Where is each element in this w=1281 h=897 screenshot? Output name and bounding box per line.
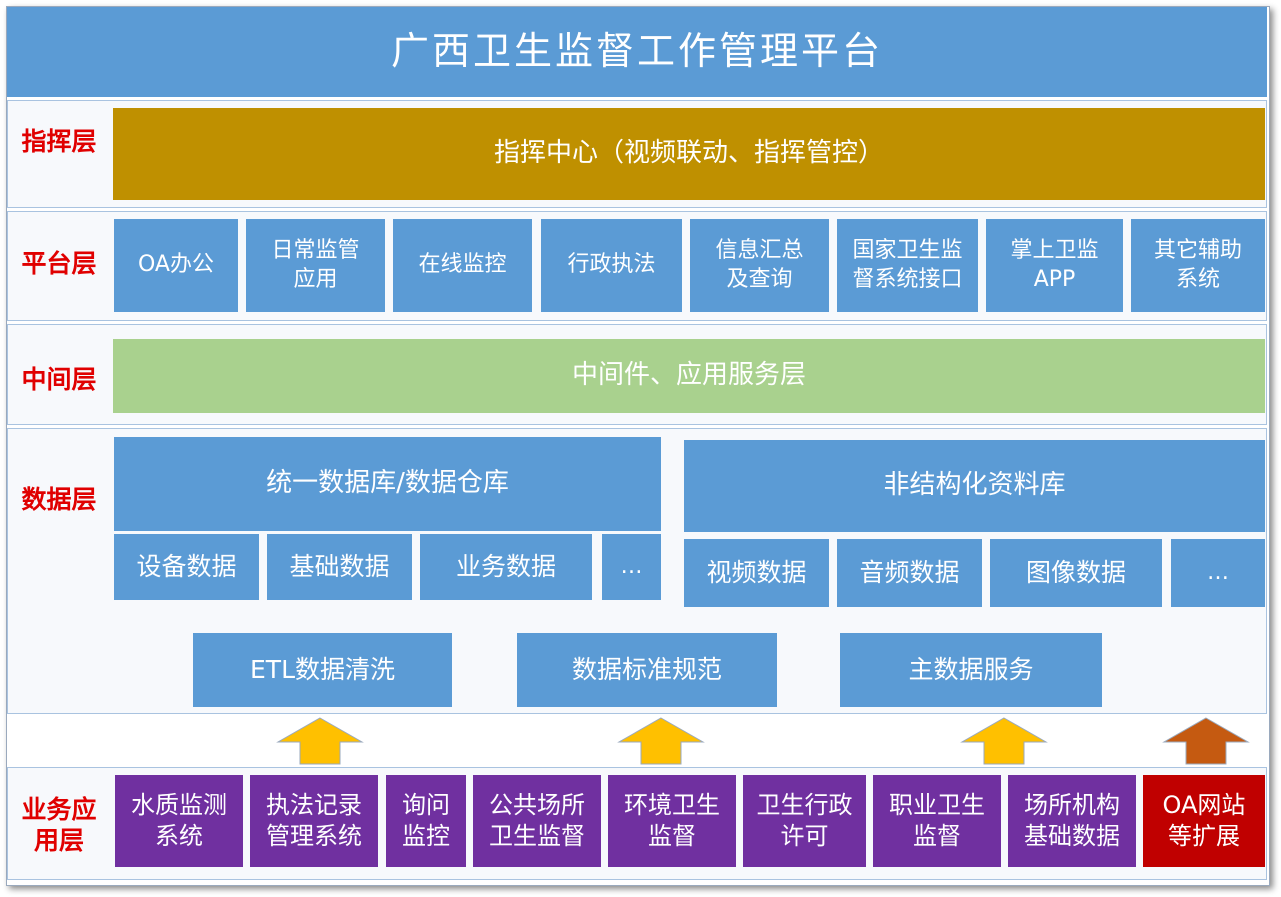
app-occupational-health: 职业卫生 监督 (873, 775, 1001, 867)
command-layer-label: 指挥层 (21, 127, 97, 157)
platform-mobile-app: 掌上卫监 APP (986, 219, 1123, 312)
app-venue-institution-data: 场所机构 基础数据 (1008, 775, 1136, 867)
platform-national-interface: 国家卫生监 督系统接口 (837, 219, 978, 312)
page-title: 广西卫生监督工作管理平台 (7, 7, 1267, 97)
middleware-box: 中间件、应用服务层 (113, 339, 1265, 413)
command-center-box: 指挥中心（视频联动、指挥管控） (113, 108, 1265, 200)
data-item-audio: 音频数据 (837, 539, 982, 607)
data-item-more-left: … (602, 534, 661, 600)
data-standards-box: 数据标准规范 (517, 633, 777, 707)
up-arrow-extension (1162, 717, 1250, 765)
data-item-more-right: … (1171, 539, 1265, 607)
data-item-video: 视频数据 (684, 539, 829, 607)
app-inquiry-monitoring: 询问 监控 (386, 775, 466, 867)
platform-layer-label: 平台层 (21, 249, 97, 279)
data-item-image: 图像数据 (990, 539, 1162, 607)
up-arrow-1 (276, 717, 364, 765)
unified-database-box: 统一数据库/数据仓库 (114, 437, 661, 531)
app-environmental-health: 环境卫生 监督 (608, 775, 736, 867)
app-enforcement-records: 执法记录 管理系统 (250, 775, 378, 867)
unstructured-library-box: 非结构化资料库 (684, 440, 1265, 532)
master-data-service-box: 主数据服务 (840, 633, 1102, 707)
data-item-business: 业务数据 (420, 534, 592, 600)
data-layer-label: 数据层 (21, 485, 97, 515)
app-oa-website-extension: OA网站 等扩展 (1143, 775, 1265, 867)
data-item-device: 设备数据 (114, 534, 259, 600)
platform-online-monitoring: 在线监控 (393, 219, 532, 312)
platform-administrative-enforcement: 行政执法 (541, 219, 682, 312)
app-water-quality: 水质监测 系统 (115, 775, 243, 867)
platform-other-aux-systems: 其它辅助 系统 (1131, 219, 1265, 312)
business-layer-label: 业务应 用层 (21, 794, 97, 855)
app-public-places: 公共场所 卫生监督 (473, 775, 601, 867)
platform-oa-office: OA办公 (114, 219, 238, 312)
app-administrative-licensing: 卫生行政 许可 (743, 775, 866, 867)
middle-layer-label: 中间层 (21, 365, 97, 395)
platform-info-summary-query: 信息汇总 及查询 (690, 219, 829, 312)
up-arrow-2 (617, 717, 705, 765)
up-arrow-3 (960, 717, 1048, 765)
etl-cleaning-box: ETL数据清洗 (193, 633, 452, 707)
platform-daily-supervision: 日常监管 应用 (246, 219, 385, 312)
data-item-basic: 基础数据 (267, 534, 412, 600)
